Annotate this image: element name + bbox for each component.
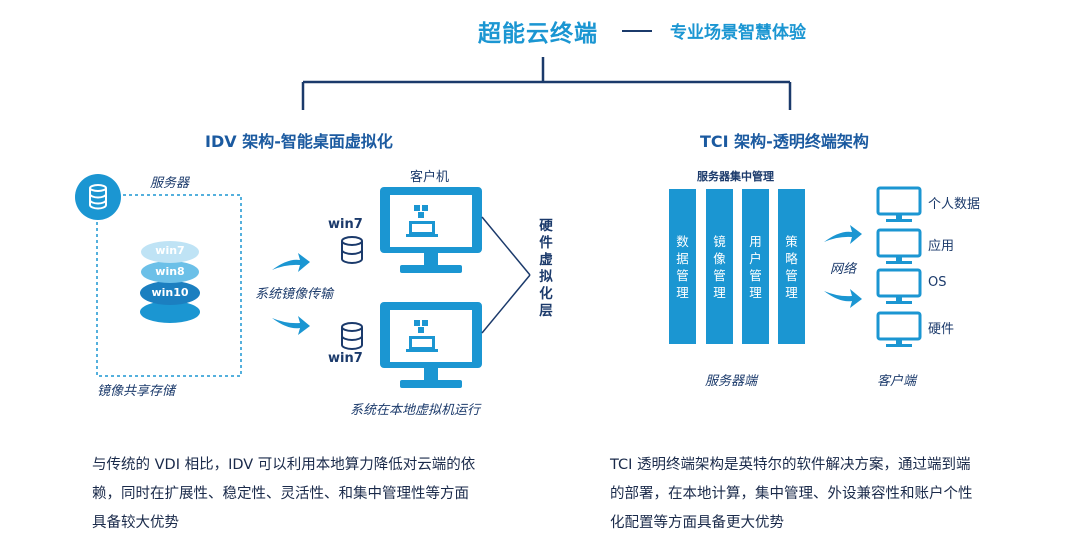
- disk-layer-win7: win7: [155, 244, 185, 257]
- tci-description-line2: 的部署，在本地计算，集中管理、外设兼容性和账户个性: [610, 486, 973, 502]
- hardware-connector-lines: [481, 216, 531, 334]
- network-arrow-top-icon: [824, 225, 862, 244]
- main-title: 超能云终端: [478, 21, 598, 47]
- subtitle: 专业场景智慧体验: [670, 23, 806, 43]
- storage-label: 镜像共享存储: [97, 384, 176, 399]
- idv-description-line3: 具备较大优势: [92, 515, 179, 531]
- disk-layer-win10: win10: [151, 286, 189, 299]
- network-arrow-bottom-icon: [824, 289, 862, 308]
- mgmt-column-user: 用户管理: [742, 189, 769, 344]
- tci-description-line1: TCI 透明终端架构是英特尔的软件解决方案，通过端到端: [610, 457, 971, 473]
- win7-label-top: win7: [328, 217, 363, 232]
- client-monitor-hardware-icon: [876, 311, 922, 347]
- client-item-hardware: 硬件: [928, 322, 955, 337]
- client-monitor-app-icon: [876, 228, 922, 264]
- client-item-personal-data: 个人数据: [928, 197, 981, 212]
- win7-label-bottom: win7: [328, 351, 363, 366]
- client-monitor-data-icon: [876, 186, 922, 222]
- tci-title: TCI 架构-透明终端架构: [700, 132, 869, 151]
- client-item-os: OS: [928, 275, 947, 290]
- mgmt-column-data: 数据管理: [669, 189, 696, 344]
- server-database-icon: [75, 174, 121, 220]
- local-run-label: 系统在本地虚拟机运行: [350, 403, 481, 418]
- mgmt-header: 服务器集中管理: [697, 170, 774, 183]
- hardware-layer-label: 硬件虚拟化层: [539, 218, 553, 319]
- idv-description-line2: 赖，同时在扩展性、稳定性、灵活性、和集中管理性等方面: [92, 486, 469, 502]
- idv-title: IDV 架构-智能桌面虚拟化: [205, 132, 393, 151]
- client-item-app: 应用: [928, 239, 955, 254]
- title-separator: [622, 30, 652, 32]
- client-monitor-bottom-icon: [380, 302, 482, 388]
- db-icon-bottom: [341, 322, 363, 351]
- transfer-arrow-top-icon: [272, 253, 310, 272]
- transfer-label: 系统镜像传输: [255, 287, 334, 302]
- network-label: 网络: [830, 262, 857, 277]
- client-monitor-top-icon: [380, 187, 482, 273]
- db-icon-top: [341, 236, 363, 265]
- transfer-arrow-bottom-icon: [272, 316, 310, 335]
- server-end-label: 服务器端: [705, 374, 758, 389]
- mgmt-column-policy: 策略管理: [778, 189, 805, 344]
- client-monitor-os-icon: [876, 268, 922, 304]
- idv-description-line1: 与传统的 VDI 相比，IDV 可以利用本地算力降低对云端的依: [92, 457, 476, 473]
- server-label: 服务器: [150, 176, 190, 191]
- disk-stack: [140, 241, 200, 323]
- tci-description-line3: 化配置等方面具备更大优势: [610, 515, 784, 531]
- disk-layer-win8: win8: [155, 265, 185, 278]
- storage-dotted-box: [96, 194, 242, 377]
- mgmt-column-image: 镜像管理: [706, 189, 733, 344]
- client-end-label: 客户端: [877, 374, 917, 389]
- client-machine-label: 客户机: [410, 170, 450, 185]
